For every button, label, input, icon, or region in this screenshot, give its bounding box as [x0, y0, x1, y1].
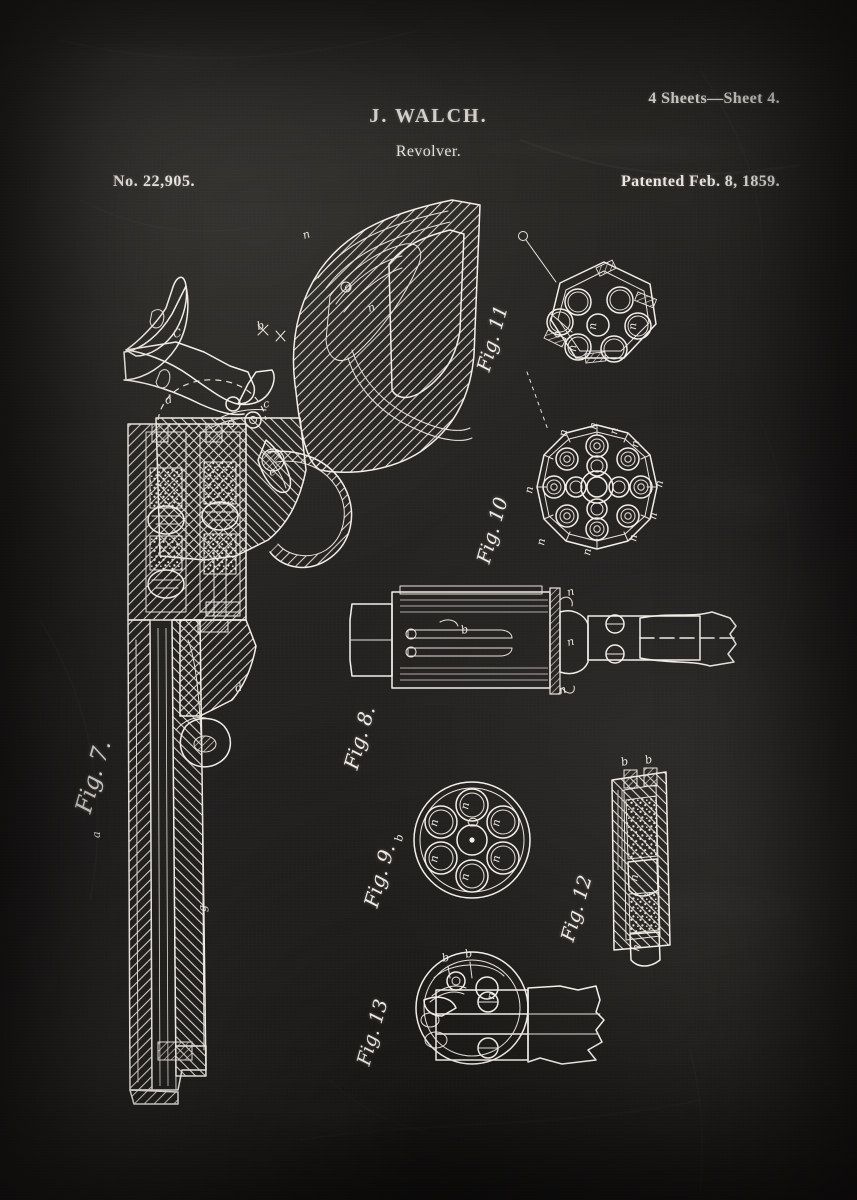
svg-text:c: c [262, 397, 271, 411]
sheet-count-note: 4 Sheets—Sheet 4. [648, 90, 780, 107]
svg-text:n: n [558, 683, 568, 697]
svg-text:b: b [620, 755, 630, 769]
svg-text:n: n [427, 818, 441, 827]
figure-9-drawing: n n n n n n b [392, 781, 531, 899]
figure-11-drawing: n n n o [518, 231, 658, 364]
invention-subject: Revolver. [395, 143, 462, 160]
svg-text:n: n [458, 872, 472, 881]
svg-text:d: d [164, 393, 174, 407]
svg-text:b: b [441, 951, 451, 965]
svg-text:n: n [652, 479, 666, 488]
patent-number: No. 22,905. [113, 173, 196, 190]
svg-text:C: C [172, 326, 184, 341]
svg-text:n: n [626, 533, 640, 542]
svg-text:n: n [607, 426, 621, 435]
svg-text:n: n [489, 854, 503, 863]
svg-text:n: n [556, 428, 570, 437]
svg-text:n: n [627, 873, 641, 882]
svg-text:g: g [196, 905, 209, 912]
svg-text:b: b [256, 319, 266, 333]
svg-text:b: b [392, 833, 406, 842]
svg-text:b: b [644, 753, 654, 767]
figure-13-drawing: b b n [415, 947, 605, 1065]
svg-text:n: n [566, 345, 579, 353]
inventor-name: J. WALCH. [369, 105, 488, 127]
patent-date: Patented Feb. 8, 1859. [620, 173, 780, 190]
figure-10-drawing: n n n n n n n n n n [522, 371, 666, 557]
svg-text:n: n [458, 801, 472, 810]
svg-text:b: b [464, 947, 474, 961]
figure-12-drawing: n n b b [611, 753, 671, 967]
svg-text:n: n [629, 943, 643, 952]
svg-text:n: n [566, 635, 576, 649]
svg-text:n: n [586, 323, 599, 331]
svg-text:n: n [566, 585, 576, 599]
figure-7-drawing: n n o [90, 199, 481, 1105]
svg-text:n: n [301, 227, 312, 242]
svg-text:n: n [626, 323, 639, 331]
svg-text:n: n [586, 421, 600, 430]
svg-text:n: n [534, 537, 548, 546]
svg-text:n: n [628, 439, 642, 448]
svg-text:b: b [460, 623, 470, 637]
svg-text:n: n [646, 511, 660, 520]
svg-text:e: e [268, 465, 278, 479]
svg-text:n: n [580, 547, 594, 556]
svg-text:o: o [550, 331, 563, 338]
svg-text:n: n [366, 300, 377, 315]
svg-text:n: n [484, 991, 498, 1000]
svg-text:a: a [90, 831, 103, 838]
svg-text:n: n [489, 818, 503, 827]
figure-8-drawing: b n n n [349, 585, 737, 697]
svg-text:n: n [522, 485, 536, 494]
svg-text:o: o [343, 280, 352, 294]
svg-text:n: n [427, 854, 441, 863]
